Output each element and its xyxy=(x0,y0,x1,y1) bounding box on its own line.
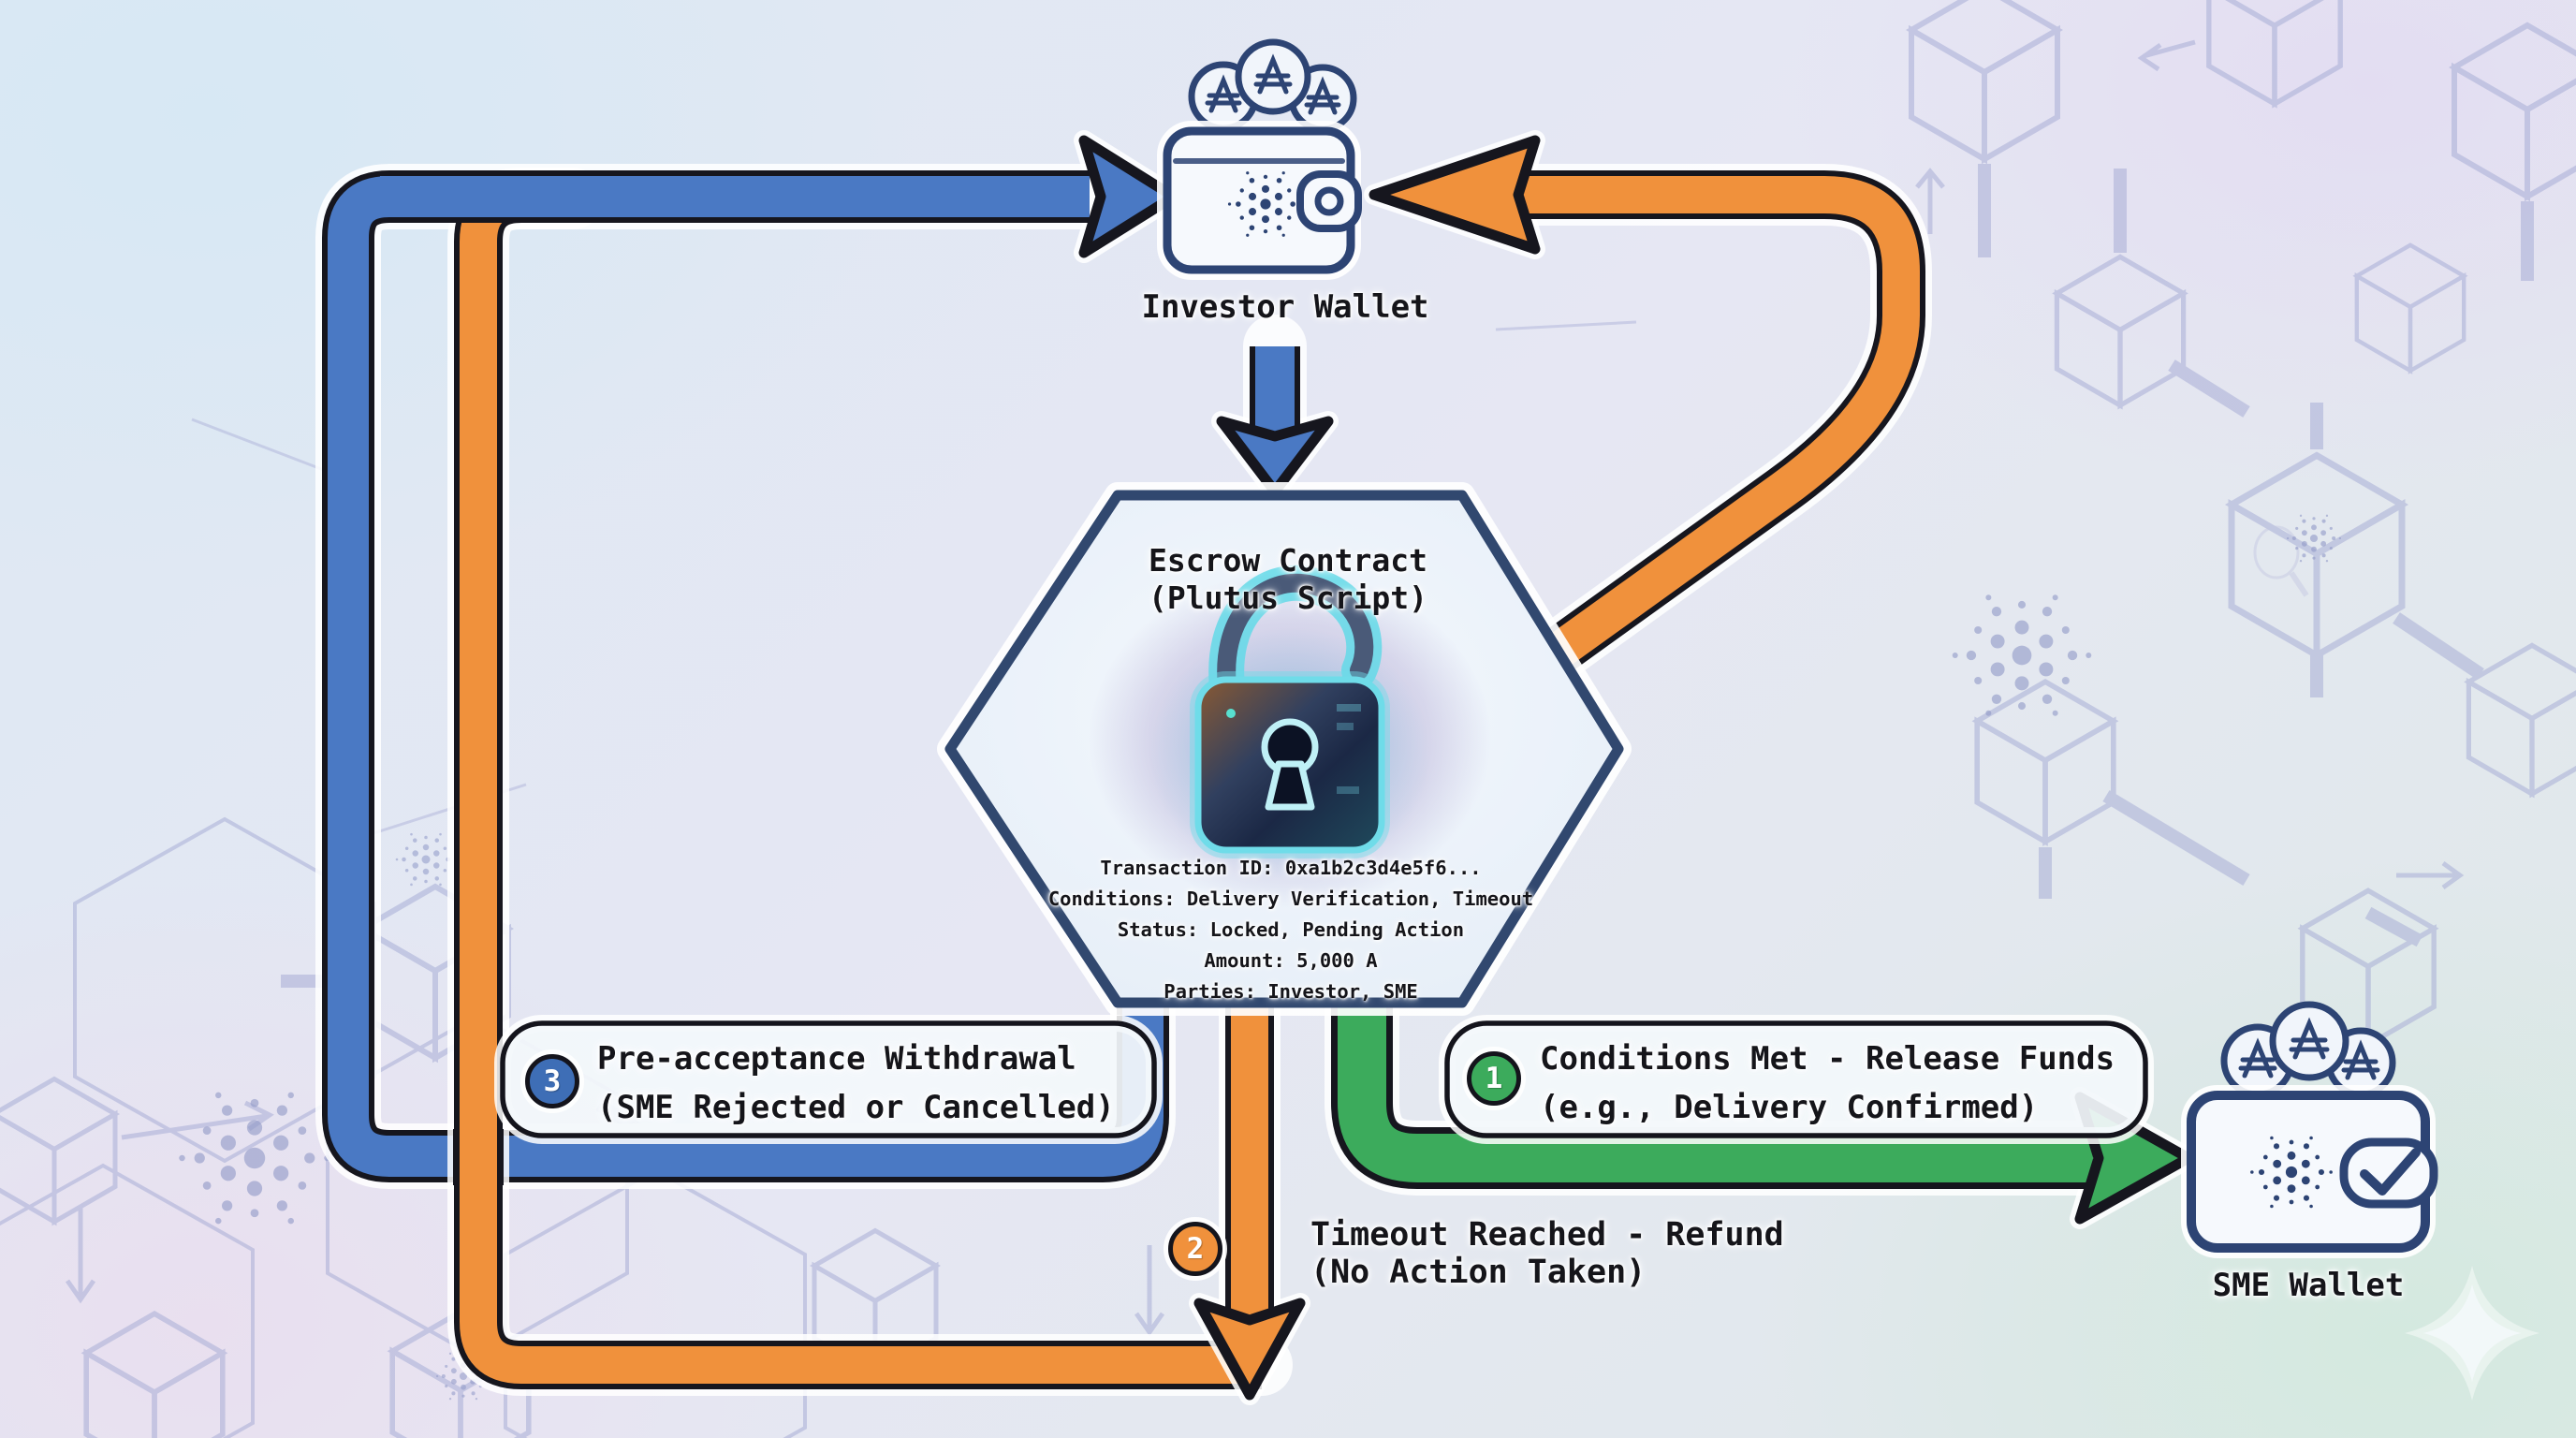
escrow-detail-amount: Amount: 5,000 A xyxy=(1204,949,1378,972)
investor-wallet-label: Investor Wallet xyxy=(1141,288,1429,326)
orange-down-arrowhead-icon xyxy=(1193,1298,1306,1401)
padlock-icon xyxy=(1190,565,1390,858)
escrow-detail-status: Status: Locked, Pending Action xyxy=(1117,918,1465,941)
cardano-dots-icon xyxy=(1952,594,2092,716)
sme-wallet-label: SME Wallet xyxy=(2212,1267,2405,1304)
arrow-orange-timeout xyxy=(1189,972,1310,1405)
flow2-label-line1: Timeout Reached - Refund xyxy=(1310,1216,1784,1254)
arrow-blue-deposit xyxy=(1211,315,1339,502)
investor-wallet-icon xyxy=(1157,38,1362,280)
cardano-dots-icon xyxy=(179,1092,330,1225)
flow2-label-line2: (No Action Taken) xyxy=(1310,1254,1647,1291)
pipe-crossing-orange-over-blue xyxy=(453,1122,504,1193)
flow-pipes xyxy=(315,130,2199,1405)
pipe-orange-return-right xyxy=(1364,130,1932,683)
cardano-logo-icon xyxy=(2250,1136,2333,1209)
escrow-hexagon xyxy=(937,482,1632,1016)
cardano-dots-icon xyxy=(395,832,457,887)
ada-symbol-icon xyxy=(1205,53,1341,115)
escrow-title-line1: Escrow Contract xyxy=(1148,542,1427,579)
escrow-title-line2: (Plutus Script) xyxy=(1148,580,1427,616)
flow1-label-line1: Conditions Met - Release Funds xyxy=(1540,1040,2115,1078)
flow1-badge: 1 xyxy=(1467,1051,1521,1106)
flow1-label-line2: (e.g., Delivery Confirmed) xyxy=(1540,1089,2039,1126)
escrow-detail-transaction: Transaction ID: 0xa1b2c3d4e5f6... xyxy=(1100,857,1482,879)
flow3-label-line2: (SME Rejected or Cancelled) xyxy=(597,1089,1115,1126)
checkmark-icon xyxy=(2360,1148,2421,1196)
flow3-label-line1: Pre-acceptance Withdrawal xyxy=(597,1040,1076,1078)
blockchain-cubes-topright-icon xyxy=(1911,0,2576,1045)
ada-symbol-icon xyxy=(2238,1017,2380,1080)
escrow-detail-conditions: Conditions: Delivery Verification, Timeo… xyxy=(1047,888,1534,910)
sme-wallet-icon xyxy=(2181,1001,2438,1258)
pipe-blue-withdrawal xyxy=(315,130,1184,1189)
flow3-number: 3 xyxy=(543,1064,562,1098)
flow3-label-panel xyxy=(500,1020,1157,1138)
cardano-dots-icon xyxy=(2286,514,2342,563)
cardano-logo-icon xyxy=(1227,171,1304,237)
orange-arrowhead-icon xyxy=(1368,135,1541,255)
flow2-number: 2 xyxy=(1186,1232,1205,1266)
flow-label-panels xyxy=(494,1015,2154,1144)
sparkle-icon xyxy=(2405,1266,2539,1401)
flow3-badge: 3 xyxy=(525,1054,579,1108)
flow1-number: 1 xyxy=(1485,1062,1503,1095)
flow1-label-panel xyxy=(1444,1020,2148,1138)
blue-arrowhead-icon xyxy=(1078,135,1179,258)
blue-down-arrowhead-icon xyxy=(1216,416,1334,497)
flow2-badge: 2 xyxy=(1168,1222,1222,1276)
escrow-detail-parties: Parties: Investor, SME xyxy=(1164,980,1418,1003)
